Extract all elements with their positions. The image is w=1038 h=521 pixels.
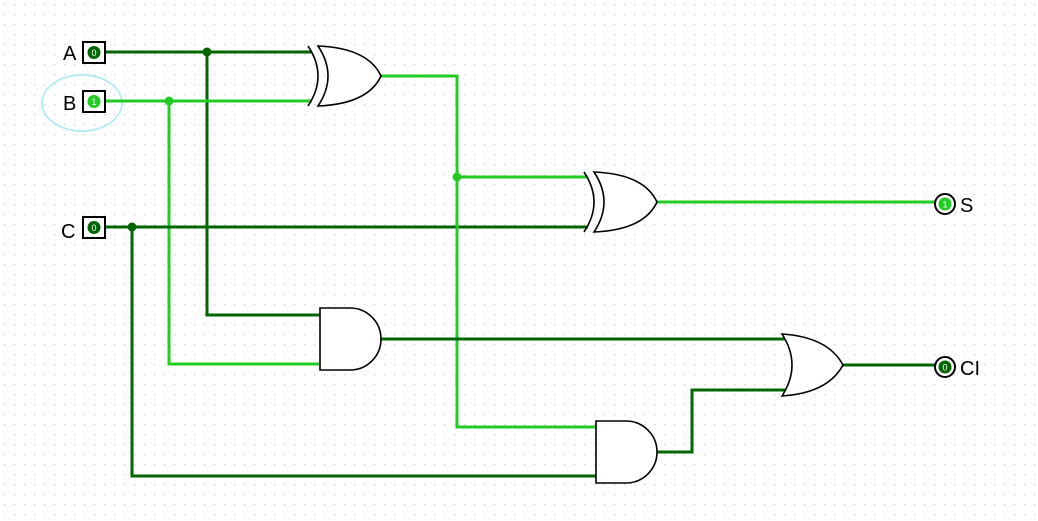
pin-led	[87, 221, 101, 234]
wire-and2-to-or[interactable]	[657, 388, 790, 454]
wire-b-to-and1[interactable]	[167, 101, 320, 366]
pin-led	[938, 360, 952, 374]
xor-gate-1[interactable]	[307, 45, 382, 107]
and-gate-2[interactable]	[595, 420, 658, 484]
wire-xor1-to-and2[interactable]	[455, 177, 596, 429]
xor-gate-2[interactable]	[583, 171, 658, 233]
pin-led	[87, 46, 101, 59]
pin-led	[87, 95, 101, 108]
output-pin-s-value: 1	[942, 199, 947, 209]
input-pin-a-value: 0	[91, 48, 96, 58]
input-label-c: C	[61, 221, 75, 243]
wire-a-to-and1[interactable]	[205, 52, 320, 317]
pin-led	[938, 197, 952, 211]
output-pin-ci-value: 0	[942, 362, 947, 372]
output-pin-s[interactable]: 1	[934, 193, 956, 215]
output-label-s: S	[960, 195, 973, 217]
selection-highlight	[41, 74, 123, 132]
output-label-ci: CI	[960, 358, 980, 380]
output-pin-ci[interactable]: 0	[934, 356, 956, 378]
input-label-a: A	[63, 43, 77, 65]
wire-c-to-and2[interactable]	[130, 227, 596, 478]
input-label-b: B	[63, 93, 76, 115]
wire-xor1-to-xor2[interactable]	[380, 74, 588, 179]
junction-c	[127, 222, 137, 232]
junction-a	[202, 47, 212, 57]
input-pin-b-value: 1	[91, 97, 96, 107]
and-gate-1[interactable]	[319, 307, 382, 371]
input-pin-c-value: 0	[91, 223, 96, 233]
or-gate[interactable]	[780, 333, 844, 397]
junction-xor1	[452, 172, 462, 182]
input-pin-c[interactable]: 0	[82, 216, 106, 239]
input-pin-a[interactable]: 0	[82, 41, 106, 64]
input-pin-b[interactable]: 1	[82, 90, 106, 113]
junction-b	[164, 96, 174, 106]
